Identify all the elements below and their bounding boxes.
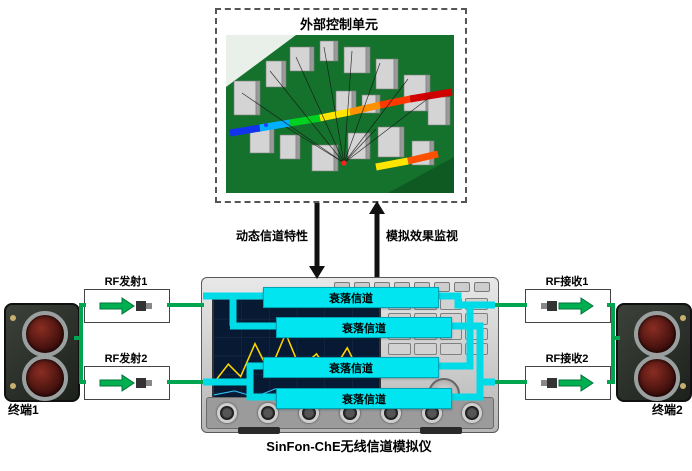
rf-rx1-label: RF接收1 bbox=[545, 276, 589, 288]
fading-channel-3: 衰落信道 bbox=[263, 357, 439, 378]
fading-channel-1: 衰落信道 bbox=[263, 287, 439, 308]
arrow-right-icon bbox=[99, 374, 152, 392]
rf-tx1-label: RF发射1 bbox=[104, 276, 148, 288]
rf-rx2-label: RF接收2 bbox=[545, 353, 589, 365]
rf-tx2-label: RF发射2 bbox=[104, 353, 148, 365]
fading-channel-2: 衰落信道 bbox=[276, 317, 452, 338]
rf-rx1-box bbox=[525, 289, 611, 323]
rf-tx2-box bbox=[84, 366, 170, 400]
coax-connector-icon bbox=[547, 301, 557, 311]
fading-channel-4: 衰落信道 bbox=[276, 388, 452, 409]
terminal-1-label: 终端1 bbox=[8, 403, 39, 417]
device-foot-left bbox=[238, 427, 280, 434]
up-arrow-label: 模拟效果监视 bbox=[386, 229, 459, 243]
terminal-connector-icon bbox=[22, 355, 68, 401]
city-model-image bbox=[226, 35, 454, 193]
coax-connector-icon bbox=[547, 378, 557, 388]
terminal-1-device bbox=[4, 303, 80, 402]
arrow-right-icon bbox=[541, 297, 594, 315]
down-arrow-label: 动态信道特性 bbox=[236, 229, 309, 243]
terminal-connector-icon bbox=[22, 311, 68, 357]
terminal-2-label: 终端2 bbox=[652, 403, 683, 417]
external-control-unit-title: 外部控制单元 bbox=[299, 17, 378, 32]
device-foot-right bbox=[420, 427, 462, 434]
coax-connector-icon bbox=[136, 301, 146, 311]
arrow-right-icon bbox=[99, 297, 152, 315]
terminal-2-device bbox=[616, 303, 692, 402]
rf-rx2-box bbox=[525, 366, 611, 400]
emulator-caption: SinFon-ChE无线信道模拟仪 bbox=[266, 439, 432, 454]
terminal-connector-icon bbox=[634, 355, 680, 401]
arrow-right-icon bbox=[541, 374, 594, 392]
terminal-connector-icon bbox=[634, 311, 680, 357]
coax-connector-icon bbox=[136, 378, 146, 388]
rf-tx1-box bbox=[84, 289, 170, 323]
